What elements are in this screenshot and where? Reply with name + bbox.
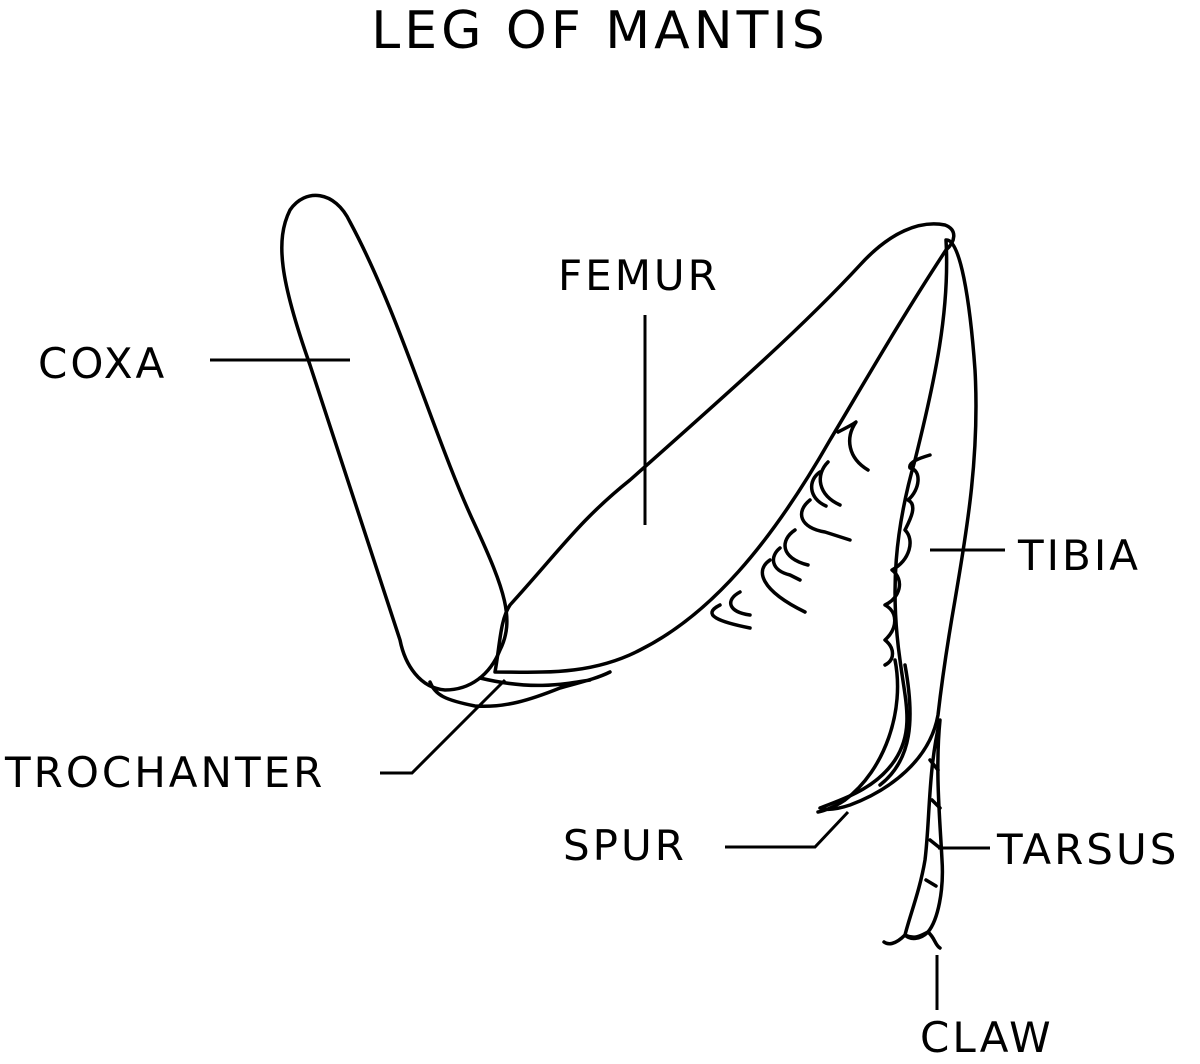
spur-leader: [725, 810, 850, 849]
femur-outline: [493, 222, 956, 674]
label-tarsus: TARSUS: [996, 825, 1179, 874]
label-femur: FEMUR: [558, 251, 720, 300]
diagram-title: LEG OF MANTIS: [371, 1, 828, 61]
tibia-outline: [818, 238, 978, 811]
label-tibia: TIBIA: [1017, 531, 1141, 580]
trochanter-leader: [380, 678, 507, 775]
label-claw: CLAW: [920, 1013, 1054, 1059]
coxa-outline: [280, 193, 509, 692]
femur-spines: [710, 420, 870, 630]
claw-outline: [882, 930, 942, 950]
trochanter-outline: [428, 670, 612, 709]
tarsus-segments: [924, 758, 942, 888]
label-trochanter: TROCHANTER: [4, 748, 325, 797]
label-spur: SPUR: [563, 821, 687, 870]
label-coxa: COXA: [38, 339, 167, 388]
tibia-scallops: [883, 453, 932, 667]
spur-outline: [816, 658, 912, 814]
